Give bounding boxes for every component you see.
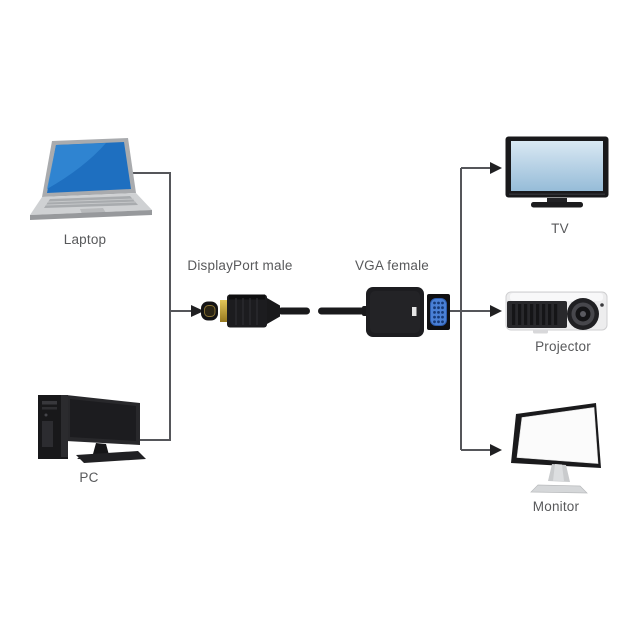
vga-adapter-sticker: [412, 307, 417, 316]
projector-label: Projector: [535, 339, 591, 354]
pc-monitor-stand: [93, 443, 109, 455]
monitor-base: [530, 484, 588, 494]
tv-illustration: [505, 136, 609, 210]
laptop-key-rows: [45, 198, 137, 206]
pc-tower-side: [61, 395, 68, 457]
laptop-front-edge: [30, 210, 152, 220]
pc-drive-bay-2: [42, 407, 57, 410]
laptop-keyboard: [44, 196, 138, 208]
tv-label: TV: [551, 221, 569, 236]
projector-foot: [533, 330, 548, 334]
laptop-screen-swoosh: [47, 143, 106, 189]
displayport-plug-aperture: [204, 305, 216, 317]
tv-stand-base: [531, 202, 583, 208]
monitor-screen: [516, 407, 599, 464]
tv-stand-neck: [547, 198, 567, 202]
tv-bottom-trim: [509, 193, 605, 195]
vga-female-label: VGA female: [354, 258, 430, 273]
pc-label: PC: [79, 470, 99, 485]
tv-screen: [511, 141, 603, 191]
displayport-male-label: DisplayPort male: [187, 258, 293, 273]
arrow-to-tv-head: [490, 162, 502, 174]
displayport-connector-ridge: [229, 294, 265, 300]
pc-keyboard: [76, 451, 146, 463]
displayport-connector-ribs: [235, 298, 258, 325]
pc-monitor-screen: [70, 399, 136, 441]
monitor-label: Monitor: [532, 499, 580, 514]
adapter-illustration: [196, 284, 466, 342]
projector-illustration: [505, 290, 608, 336]
arrow-to-projector-head: [490, 305, 502, 317]
monitor-illustration: [508, 402, 604, 498]
arrow-to-monitor-head: [490, 444, 502, 456]
laptop-illustration: [30, 138, 154, 226]
source-bus-line: [133, 172, 171, 441]
vga-port-pin-holes: [433, 301, 444, 324]
projector-button: [600, 303, 604, 307]
cable-segment-left: [278, 307, 310, 315]
pc-power-button: [44, 413, 48, 417]
monitor-stand-highlight: [553, 464, 564, 481]
projector-lens-center: [580, 311, 586, 317]
vga-adapter-face: [370, 291, 420, 333]
pc-drive-bay: [42, 401, 57, 405]
laptop-label: Laptop: [63, 232, 107, 247]
projector-vents: [512, 304, 558, 325]
arrow-to-displayport-head: [191, 305, 204, 317]
pc-illustration: [30, 391, 148, 469]
cable-segment-right: [318, 307, 366, 315]
cable-strain-relief: [267, 298, 280, 324]
pc-vent-grid: [42, 421, 53, 447]
